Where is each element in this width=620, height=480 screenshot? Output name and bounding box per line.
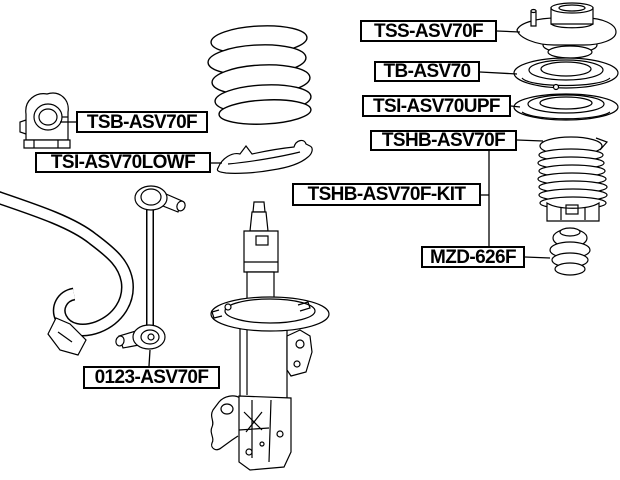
part-label-tsb-asv70f: TSB-ASV70F <box>76 111 208 133</box>
part-label-tsi-asv70upf: TSI-ASV70UPF <box>362 95 511 117</box>
part-label-mzd-626f: MZD-626F <box>421 246 525 268</box>
part-label-0123-asv70f: 0123-ASV70F <box>83 366 220 389</box>
bump-stop-icon <box>549 227 591 276</box>
shock-absorber-strut-icon <box>210 201 330 471</box>
stabilizer-link-icon <box>115 185 186 350</box>
stabilizer-bushing-icon <box>19 92 71 149</box>
leader-lines <box>60 30 551 367</box>
strut-mount-icon <box>516 2 617 59</box>
stabilizer-bar-icon <box>0 191 134 356</box>
strut-bearing-icon <box>513 57 619 91</box>
lower-spring-seat-icon <box>216 139 313 174</box>
upper-spring-seat-icon <box>513 93 619 121</box>
part-label-tb-asv70: TB-ASV70 <box>374 61 480 82</box>
part-label-tss-asv70f: TSS-ASV70F <box>360 20 497 42</box>
part-label-tshb-asv70f-kit: TSHB-ASV70F-KIT <box>292 183 481 206</box>
shock-boot-icon <box>537 136 609 222</box>
coil-spring-icon <box>207 25 312 125</box>
part-label-tshb-asv70f: TSHB-ASV70F <box>370 130 517 151</box>
part-label-tsi-asv70lowf: TSI-ASV70LOWF <box>35 152 211 173</box>
